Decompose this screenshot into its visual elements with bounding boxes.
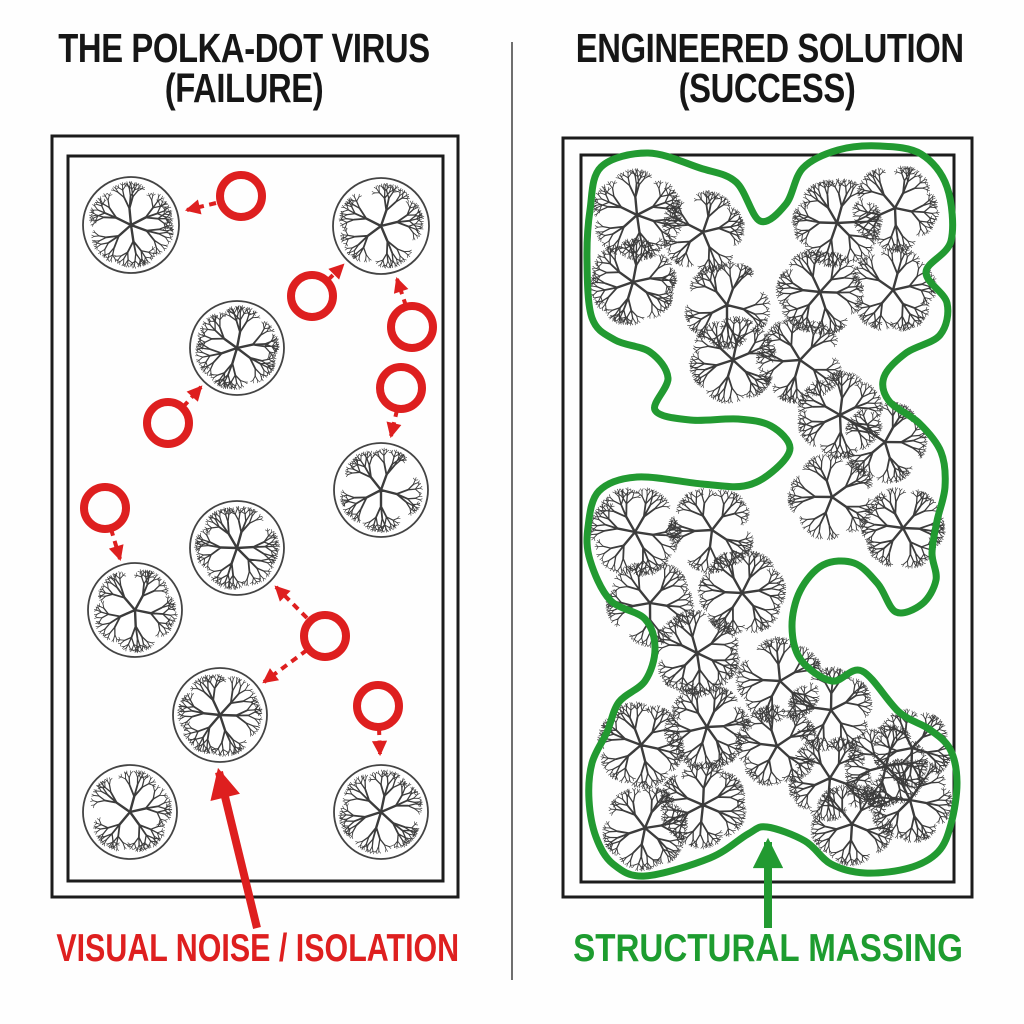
dashed-arrow <box>108 528 124 562</box>
left-panel-title-line2: (FAILURE) <box>164 65 324 111</box>
dashed-arrow <box>262 648 309 684</box>
right-panel-title: ENGINEERED SOLUTION (SUCCESS) <box>575 25 964 111</box>
dashed-arrow <box>181 385 203 409</box>
dashed-arrow <box>393 276 409 307</box>
red-ring <box>143 398 193 448</box>
left-panel-caption: VISUAL NOISE / ISOLATION <box>56 927 460 970</box>
left-panel-frame-outer <box>50 134 460 899</box>
plan-tree-left <box>115 207 399 829</box>
plan-tree-right <box>588 165 954 872</box>
dashed-arrow <box>184 199 217 215</box>
left-panel-frame-inner <box>66 154 445 883</box>
plan-tree-right <box>596 172 947 865</box>
green-mass-boundary <box>583 142 961 880</box>
dashed-arrow <box>386 409 402 439</box>
red-ring <box>216 171 266 221</box>
plan-tree-right <box>604 180 939 858</box>
red-ring <box>387 302 437 352</box>
left-panel-title-line1: THE POLKA-DOT VIRUS <box>58 25 430 71</box>
dashed-arrow <box>371 727 388 757</box>
red-ring <box>376 363 426 413</box>
red-ring <box>300 611 350 661</box>
right-panel-title-line2: (SUCCESS) <box>678 65 856 111</box>
plan-tree-left <box>103 195 411 840</box>
left-panel-title: THE POLKA-DOT VIRUS (FAILURE) <box>55 25 433 111</box>
red-ring <box>353 681 403 731</box>
dashed-arrow <box>274 585 309 620</box>
red-ring <box>287 271 337 321</box>
plan-tree-left <box>88 180 425 855</box>
plan-tree-left <box>96 188 418 848</box>
right-panel-title-line1: ENGINEERED SOLUTION <box>575 25 964 71</box>
plan-tree-right <box>616 192 928 846</box>
red-ring <box>80 483 130 533</box>
solid-red-arrow <box>210 767 261 929</box>
right-panel-caption: STRUCTURAL MASSING <box>573 927 963 970</box>
plan-tree-right <box>591 168 951 869</box>
dashed-arrow <box>326 263 345 282</box>
